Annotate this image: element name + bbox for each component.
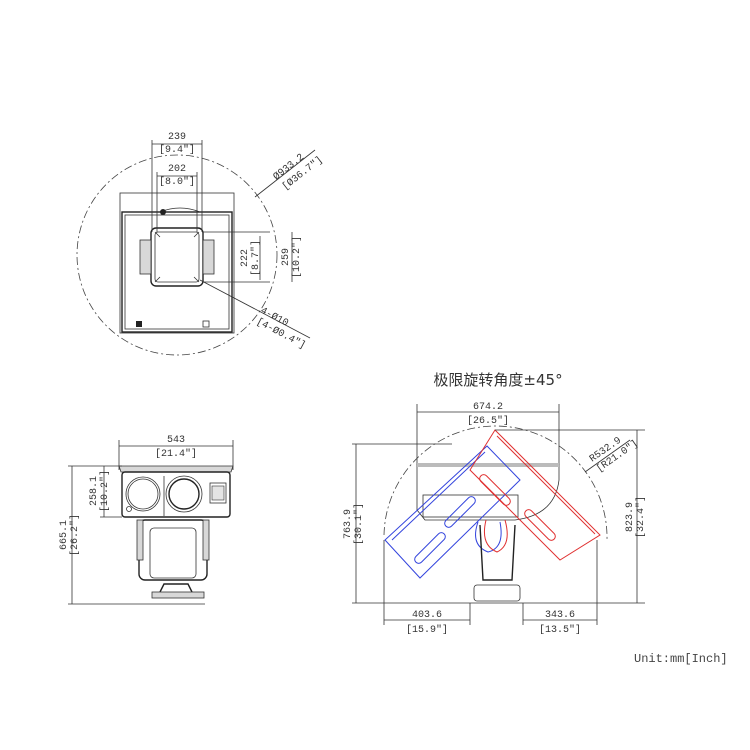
top-view: 239 [9.4"] 202 [8.0"] Ø933.2 [Ø36.7"] 22… <box>76 132 325 356</box>
dim-height-inner: 222 <box>240 249 251 267</box>
dim-left-offset-in: [15.9"] <box>406 624 448 636</box>
dim-right-offset: 343.6 <box>545 610 575 621</box>
dim-width-inner: 202 <box>168 164 186 175</box>
dim-width-outer: 239 <box>168 132 186 143</box>
dim-right-height-in: [32.4"] <box>635 496 647 538</box>
tilt-right-outline <box>469 429 601 561</box>
sweep-circle <box>76 154 278 356</box>
dim-width-outer-in: [9.4"] <box>159 144 195 156</box>
dim-left-height-in: [30.1"] <box>353 503 365 545</box>
dim-head-height-in: [10.2"] <box>99 470 111 512</box>
dim-height-outer: 259 <box>281 248 292 266</box>
dim-front-width: 543 <box>167 435 185 446</box>
dim-rot-width: 674.2 <box>473 402 503 413</box>
rotation-title: 极限旋转角度±45° <box>433 371 562 389</box>
dim-right-height: 823.9 <box>625 502 636 532</box>
dim-total-height-in: [26.2"] <box>69 514 81 556</box>
dim-left-height: 763.9 <box>343 509 354 539</box>
dim-left-offset: 403.6 <box>412 610 442 621</box>
dim-head-height: 258.1 <box>89 476 100 506</box>
dim-width-inner-in: [8.0"] <box>159 176 195 188</box>
dim-total-height: 665.1 <box>59 520 70 550</box>
dim-right-offset-in: [13.5"] <box>539 624 581 636</box>
dim-rot-width-in: [26.5"] <box>467 415 509 427</box>
dim-front-width-in: [21.4"] <box>155 448 197 460</box>
sweep-arc <box>383 425 608 541</box>
dim-height-outer-in: [10.2"] <box>291 236 303 278</box>
front-view: 543 [21.4"] 258.1 [10.2"] 665.1 [26.2"] <box>59 435 234 605</box>
rotation-view: 极限旋转角度±45° 674.2 [26.5"] <box>343 371 647 636</box>
dim-height-inner-in: [8.7"] <box>250 240 262 276</box>
unit-label: Unit:mm[Inch] <box>634 652 728 666</box>
